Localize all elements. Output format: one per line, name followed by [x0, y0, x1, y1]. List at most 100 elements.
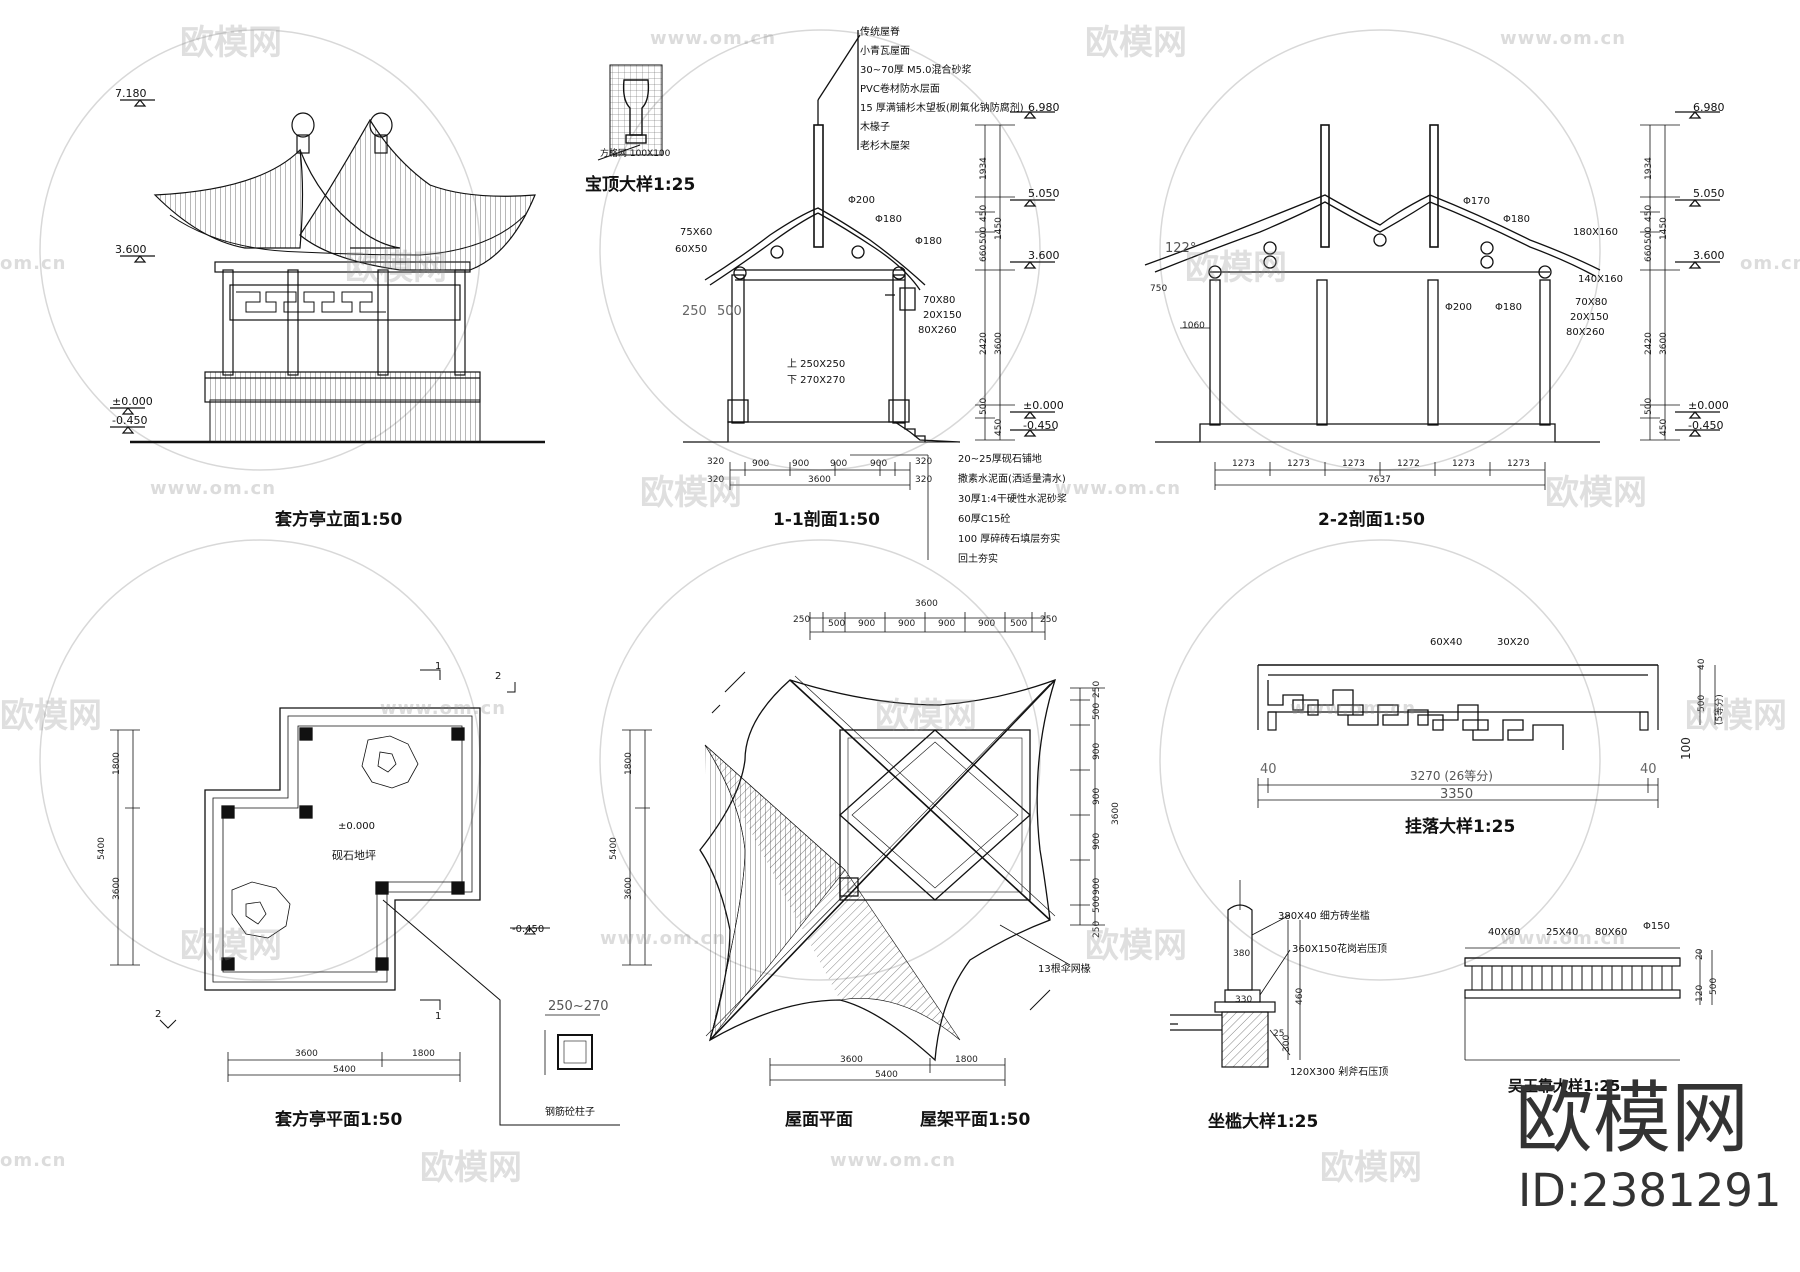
level-label: 5.050 — [1028, 187, 1060, 200]
watermark-logo: 欧模网 — [1085, 926, 1187, 966]
level-label: 6.980 — [1693, 101, 1725, 114]
valance-detail — [1257, 664, 1716, 808]
backrest-dim: 120 — [1695, 984, 1705, 1002]
roof-layer: 老杉木屋架 — [860, 141, 910, 152]
vertical-dim: 660 — [979, 244, 989, 262]
plan-outer-level: -0.450 — [512, 924, 545, 935]
watermark-url: www.om.cn — [1500, 928, 1627, 949]
roof-bottom-dim: 1800 — [955, 1055, 978, 1065]
watermark-url: www.om.cn — [1290, 698, 1417, 719]
member-label: Φ180 — [875, 214, 902, 225]
offset-dim: 500 — [717, 304, 742, 319]
roof-top-dim: 250 — [793, 615, 811, 625]
pavilion-plan — [110, 669, 620, 1126]
caption-elevation: 套方亭立面1:50 — [275, 510, 403, 530]
level-label: ±0.000 — [1023, 399, 1064, 412]
member-label: Φ180 — [915, 236, 942, 247]
floor-layer: 回土夯实 — [958, 554, 998, 565]
member-label: Φ200 — [1445, 302, 1472, 313]
vertical-dim: 450 — [1659, 418, 1669, 436]
plan-floor-label: 砚石地坪 — [332, 849, 376, 862]
roof-right-dim: 500 — [1092, 702, 1102, 720]
level-label: 7.180 — [115, 87, 147, 100]
member-label: 20X150 — [1570, 312, 1609, 323]
plan-left-total: 5400 — [97, 837, 107, 860]
section-mark: 1 — [435, 661, 442, 672]
bottom-dim: 1273 — [1287, 459, 1310, 469]
bottom-dim: 900 — [792, 459, 810, 469]
bottom-dim: 1273 — [1232, 459, 1255, 469]
watermark-logo: 欧模网 — [640, 473, 742, 513]
watermark-url: www.om.cn — [1500, 28, 1627, 49]
roof-layer: 传统屋脊 — [860, 27, 900, 38]
roof-right-dim: 500 — [1092, 895, 1102, 913]
column-detail-dim: 250~270 — [548, 999, 609, 1014]
pavilion-elevation — [110, 99, 545, 444]
brand-logo: 欧模网 — [1515, 1074, 1750, 1164]
watermark-url: www.om.cn — [650, 28, 777, 49]
watermark-logo: 欧模网 — [875, 696, 977, 736]
roof-left-dim: 3600 — [624, 877, 634, 900]
section-mark: 2 — [495, 671, 502, 682]
valance-end-dim: 40 — [1640, 762, 1657, 777]
roof-right-dim: 900 — [1092, 787, 1102, 805]
level-label: 6.980 — [1028, 101, 1060, 114]
roof-top-dim: 900 — [938, 619, 956, 629]
bottom-dim: 1273 — [1452, 459, 1475, 469]
backrest-dim: 20 — [1695, 948, 1705, 960]
caption-section-2-2: 2-2剖面1:50 — [1318, 510, 1425, 530]
section-1-1 — [683, 30, 1055, 560]
caption-valance: 挂落大样1:25 — [1405, 817, 1516, 837]
bottom-dim: 1272 — [1397, 459, 1420, 469]
watermark-url: www.om.cn — [600, 928, 727, 949]
bottom-dim: 1273 — [1507, 459, 1530, 469]
bottom-dim: 320 — [915, 457, 933, 467]
caption-finial: 宝顶大样1:25 — [585, 175, 696, 195]
finial-detail — [597, 64, 663, 161]
plan-bottom-dim: 1800 — [412, 1049, 435, 1059]
watermark-logo: 欧模网 — [180, 23, 282, 63]
roof-top-dim: 500 — [1010, 619, 1028, 629]
watermark-url: om.cn — [0, 1150, 67, 1171]
watermark-logo: 欧模网 — [1185, 248, 1287, 288]
member-label: 80X260 — [918, 325, 957, 336]
valance-total-dim: 3350 — [1440, 787, 1474, 802]
floor-layer: 100 厚碎砖石填层夯实 — [958, 534, 1061, 545]
floor-layer: 30厚1:4干硬性水泥砂浆 — [958, 494, 1067, 505]
roof-top-total: 3600 — [915, 599, 938, 609]
bench-dim: 380 — [1233, 949, 1251, 959]
vertical-dim: 500 — [1644, 397, 1654, 415]
vertical-dim: 2420 — [1644, 332, 1654, 355]
valance-end-dim: 40 — [1260, 762, 1277, 777]
bottom-offset: 320 — [915, 475, 933, 485]
plan-bottom-dim: 3600 — [295, 1049, 318, 1059]
vertical-dim: 450 — [994, 418, 1004, 436]
section-mark: 2 — [155, 1009, 162, 1020]
member-label: Φ170 — [1463, 196, 1490, 207]
level-label: -0.450 — [1688, 419, 1724, 432]
roof-layer: 30~70厚 M5.0混合砂浆 — [860, 65, 972, 76]
vertical-dim: 1450 — [994, 217, 1004, 240]
floor-layer: 60厚C15砼 — [958, 514, 1011, 525]
valance-right-dim: 40 — [1697, 658, 1707, 670]
floor-layer: 20~25厚砚石铺地 — [958, 454, 1042, 465]
member-label: 20X150 — [923, 310, 962, 321]
member-label: 80X260 — [1566, 327, 1605, 338]
caption-truss-plan: 屋架平面1:50 — [920, 1110, 1031, 1130]
roof-layer: PVC卷材防水层面 — [860, 84, 940, 95]
member-label: 70X80 — [923, 295, 956, 306]
backrest-dim: 500 — [1709, 977, 1719, 995]
roof-top-dim: 500 — [828, 619, 846, 629]
offset-dim: 250 — [682, 304, 707, 319]
bottom-offset: 320 — [707, 475, 725, 485]
member-label: 140X160 — [1578, 274, 1624, 285]
watermark-logo: 欧模网 — [1085, 23, 1187, 63]
watermark-url: www.om.cn — [380, 698, 507, 719]
level-label: 3.600 — [115, 243, 147, 256]
roof-top-dim: 900 — [858, 619, 876, 629]
member-label: 30X20 — [1497, 637, 1530, 648]
roof-right-dim: 900 — [1092, 742, 1102, 760]
roof-left-dim: 1800 — [624, 752, 634, 775]
plan-left-dim: 3600 — [112, 877, 122, 900]
column-size-bottom: 下 270X270 — [787, 375, 846, 386]
